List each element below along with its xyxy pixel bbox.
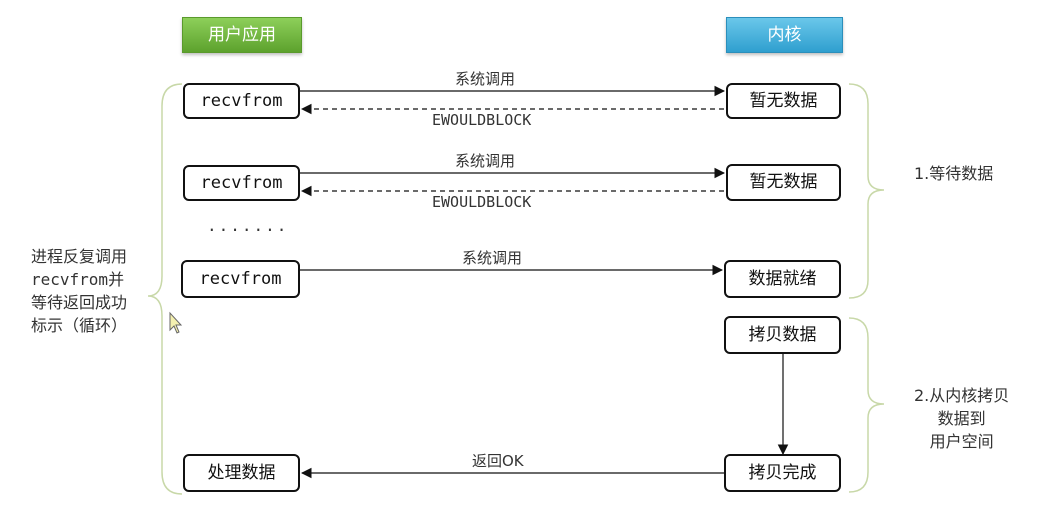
left-note-line-1: 进程反复调用 [31,247,128,266]
no-data-box-1: 暂无数据 [726,83,841,119]
syscall-label-3: 系统调用 [462,249,523,267]
left-note: 进程反复调用 recvfrom并 等待返回成功 标示（循环） [31,245,127,337]
phase2-label: 2.从内核拷贝 数据到 用户空间 [914,384,1009,453]
phase2-line-3: 用户空间 [929,432,994,451]
recvfrom-box-3: recvfrom [181,260,300,298]
ewouldblock-label-1: EWOULDBLOCK [432,111,532,129]
recvfrom-box-1: recvfrom [183,83,300,119]
syscall-label-1: 系统调用 [455,70,516,88]
copy-data-box: 拷贝数据 [724,316,841,354]
phase2-line-2: 数据到 [937,409,986,428]
phase2-line-1: 2.从内核拷贝 [914,386,1010,405]
data-ready-box: 数据就绪 [724,260,841,298]
copy-complete-box: 拷贝完成 [724,454,841,492]
phase1-label: 1.等待数据 [914,164,994,183]
process-data-box: 处理数据 [183,454,300,492]
phase1-brace [848,83,885,299]
kernel-header: 内核 [726,17,843,53]
ellipsis: ....... [207,216,289,235]
syscall-label-2: 系统调用 [455,152,516,170]
no-data-box-2: 暂无数据 [726,164,841,201]
cursor-icon [169,311,183,334]
left-note-line-2: recvfrom并 [31,270,125,289]
left-brace [147,83,183,495]
return-ok-label: 返回OK [472,452,524,470]
ewouldblock-label-2: EWOULDBLOCK [432,193,532,211]
phase2-brace [848,317,885,493]
recvfrom-box-2: recvfrom [183,165,300,201]
left-note-line-3: 等待返回成功 [31,293,128,312]
user-app-header: 用户应用 [182,17,302,53]
left-note-line-4: 标示（循环） [31,316,128,335]
